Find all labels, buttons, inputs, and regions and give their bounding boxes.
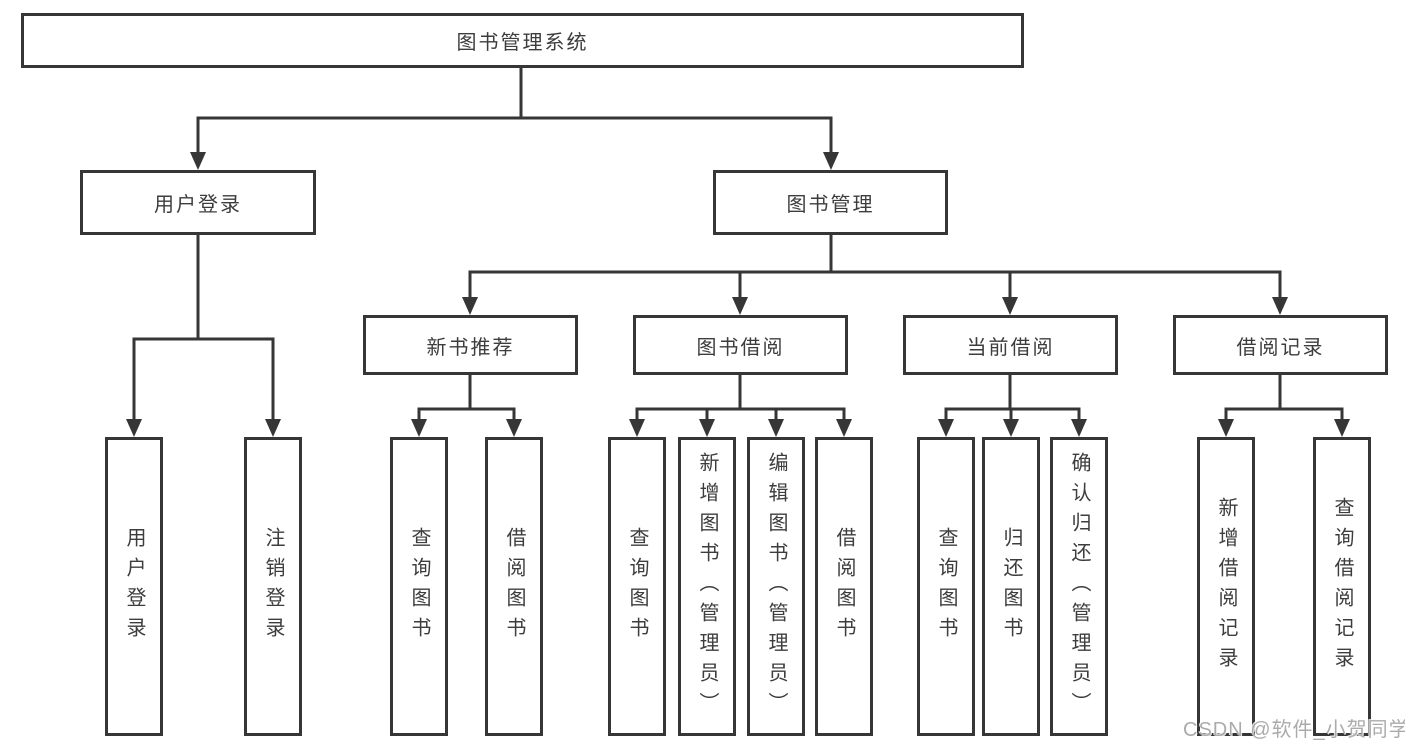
node-label: 借阅记录 bbox=[1236, 336, 1325, 359]
node-label: 新书推荐 bbox=[426, 336, 515, 359]
leaf-query-books-borrow: 查询图书 bbox=[608, 437, 666, 736]
leaf-label: 借阅图书 bbox=[833, 526, 855, 647]
leaf-query-borrow-record: 查询借阅记录 bbox=[1313, 437, 1371, 736]
csdn-watermark: CSDN @软件_小贺同学 bbox=[1183, 719, 1405, 741]
node-borrow-records: 借阅记录 bbox=[1173, 315, 1388, 375]
arrowhead-down-icon bbox=[823, 152, 839, 170]
arrowhead-down-icon bbox=[1272, 297, 1288, 315]
arrowhead-down-icon bbox=[190, 152, 206, 170]
connector-path bbox=[132, 235, 275, 420]
leaf-label: 查询图书 bbox=[935, 526, 957, 647]
arrowhead-down-icon bbox=[265, 419, 281, 437]
arrowhead-down-icon bbox=[462, 297, 478, 315]
connector-path bbox=[468, 235, 1282, 298]
node-label: 图书借阅 bbox=[696, 336, 785, 359]
arrowhead-down-icon bbox=[768, 419, 784, 437]
leaf-label: 查询图书 bbox=[408, 526, 430, 647]
connector-userlogin-to-leaves bbox=[126, 235, 281, 437]
leaf-confirm-return-admin: 确认归还（管理员） bbox=[1050, 437, 1108, 736]
leaf-label: 新增借阅记录 bbox=[1215, 496, 1237, 677]
arrowhead-down-icon bbox=[938, 419, 954, 437]
node-label: 图书管理 bbox=[786, 194, 875, 216]
connector-path bbox=[635, 375, 846, 421]
leaf-add-books-admin: 新增图书（管理员） bbox=[678, 437, 736, 736]
leaf-label: 编辑图书（管理员） bbox=[765, 451, 787, 722]
arrowhead-down-icon bbox=[732, 297, 748, 315]
arrowhead-down-icon bbox=[1003, 419, 1019, 437]
leaf-borrow-books: 借阅图书 bbox=[815, 437, 873, 736]
leaf-label: 确认归还（管理员） bbox=[1068, 451, 1090, 722]
leaf-label: 借阅图书 bbox=[503, 526, 525, 647]
leaf-query-books-current: 查询图书 bbox=[917, 437, 975, 736]
arrowhead-down-icon bbox=[126, 419, 142, 437]
leaf-query-books-recommend: 查询图书 bbox=[390, 437, 448, 736]
arrowhead-down-icon bbox=[699, 419, 715, 437]
arrowhead-down-icon bbox=[1218, 419, 1234, 437]
arrowhead-down-icon bbox=[836, 419, 852, 437]
node-user-login: 用户登录 bbox=[80, 170, 316, 235]
arrowhead-down-icon bbox=[1071, 419, 1087, 437]
node-current-borrow: 当前借阅 bbox=[903, 315, 1118, 375]
leaf-label: 注销登录 bbox=[262, 526, 284, 647]
connector-path bbox=[417, 375, 516, 421]
connector-root-to-level2 bbox=[190, 68, 839, 170]
leaf-label: 归还图书 bbox=[1000, 526, 1022, 647]
connector-current-to-leaves bbox=[938, 375, 1087, 437]
leaf-label: 查询图书 bbox=[626, 526, 648, 647]
connector-borrow-to-leaves bbox=[629, 375, 852, 437]
arrowhead-down-icon bbox=[1334, 419, 1350, 437]
node-book-borrow: 图书借阅 bbox=[633, 315, 848, 375]
leaf-borrow-books-recommend: 借阅图书 bbox=[485, 437, 543, 736]
arrowhead-down-icon bbox=[1002, 297, 1018, 315]
connector-records-to-leaves bbox=[1218, 375, 1350, 437]
arrowhead-down-icon bbox=[629, 419, 645, 437]
leaf-label: 查询借阅记录 bbox=[1331, 496, 1353, 677]
connector-path bbox=[1224, 375, 1344, 421]
leaf-logout: 注销登录 bbox=[244, 437, 302, 736]
node-library-system: 图书管理系统 bbox=[21, 13, 1024, 68]
leaf-edit-books-admin: 编辑图书（管理员） bbox=[747, 437, 805, 736]
node-label: 用户登录 bbox=[154, 194, 242, 216]
leaf-label: 新增图书（管理员） bbox=[696, 451, 718, 722]
leaf-label: 用户登录 bbox=[123, 526, 145, 647]
node-book-management: 图书管理 bbox=[713, 170, 948, 235]
arrowhead-down-icon bbox=[506, 419, 522, 437]
node-label: 图书管理系统 bbox=[456, 32, 589, 54]
node-label: 当前借阅 bbox=[966, 336, 1055, 359]
leaf-return-books: 归还图书 bbox=[982, 437, 1040, 736]
connector-recommend-to-leaves bbox=[411, 375, 522, 437]
leaf-add-borrow-record: 新增借阅记录 bbox=[1197, 437, 1255, 736]
node-new-book-recommend: 新书推荐 bbox=[363, 315, 578, 375]
leaf-user-login: 用户登录 bbox=[105, 437, 163, 736]
arrowhead-down-icon bbox=[411, 419, 427, 437]
connector-bookmgmt-to-level3 bbox=[462, 235, 1288, 315]
connector-path bbox=[944, 375, 1081, 421]
connector-path bbox=[196, 68, 833, 153]
